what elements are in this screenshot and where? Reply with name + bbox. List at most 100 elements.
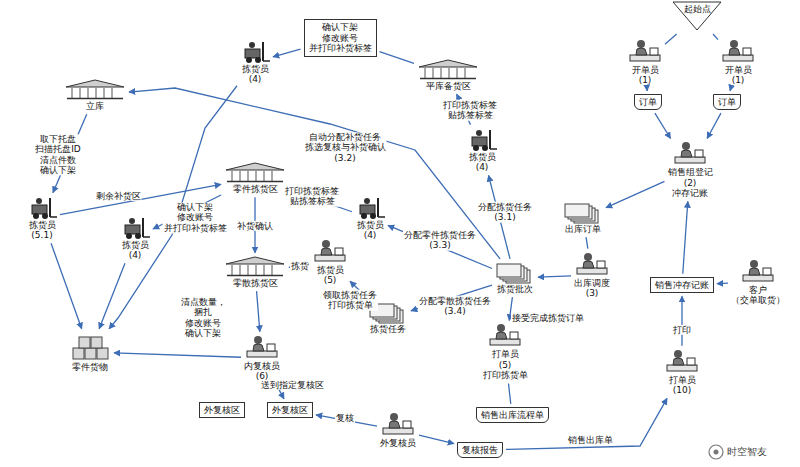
document-box: 复核报告 <box>457 442 503 458</box>
staff-icon-drawing <box>665 349 699 375</box>
flow-arrow <box>509 297 512 320</box>
warehouse-icon-drawing <box>417 59 479 81</box>
flow-arrow <box>153 195 221 229</box>
flow-arrow <box>350 281 368 299</box>
warehouse-icon: 立库 <box>64 79 126 111</box>
node-text: 销售组登记(2) <box>668 167 713 188</box>
staff-icon-drawing <box>313 239 347 265</box>
flow-arrow <box>289 265 310 268</box>
node-text: 出库订单 <box>565 224 601 234</box>
staff-icon-drawing <box>245 335 279 361</box>
warehouse-icon-drawing <box>224 162 286 184</box>
flow-arrow <box>411 285 492 311</box>
forklift-icon-drawing <box>467 128 497 152</box>
warehouse-icon: 平库备货区 <box>417 59 479 91</box>
flow-arrow <box>289 190 352 212</box>
flow-arrow <box>489 175 511 258</box>
edge-label: 清点数量，捆扎 修改账号 确认下架 <box>180 297 227 338</box>
edge-label: 取下托盘 扫描托盘ID 清点件数 确认下架 <box>34 134 82 175</box>
flow-arrow <box>257 291 260 331</box>
forklift-icon-drawing <box>355 196 385 220</box>
edge-label: 送到指定复核区 <box>260 380 325 390</box>
flow-arrow <box>665 34 677 44</box>
forklift-icon: 拣货员(4) <box>240 40 270 85</box>
document-stack-drawing <box>368 302 408 324</box>
document-stack: 出库订单 <box>563 202 603 234</box>
flow-arrow <box>713 34 718 40</box>
flow-arrow <box>109 86 237 329</box>
node-text: 外复核区 <box>272 405 308 415</box>
staff-icon-drawing <box>721 39 755 65</box>
node-text: 拣货员(5) <box>317 265 344 286</box>
node-text: 平库备货区 <box>426 81 471 91</box>
staff-icon: 开单员(1) <box>721 39 755 86</box>
flow-arrow <box>646 88 647 90</box>
staff-icon: 销售组登记(2)冲存记账 <box>668 141 713 198</box>
staff-icon-drawing <box>575 252 609 278</box>
document-stack-drawing <box>563 202 603 224</box>
flow-arrow <box>380 52 415 64</box>
staff-icon-drawing <box>673 141 707 167</box>
node-text: 拣货员(4) <box>122 240 149 261</box>
node-text: 零件货物 <box>72 362 108 372</box>
edge-label: 打印 <box>672 325 692 335</box>
forklift-icon-drawing <box>27 196 57 220</box>
flow-arrow <box>51 243 82 328</box>
staff-icon-drawing <box>381 412 415 438</box>
warehouse-icon-drawing <box>224 256 286 278</box>
node-text: 客户（交单取货） <box>731 285 785 306</box>
staff-icon-drawing <box>741 259 775 285</box>
forklift-icon: 拣货员(4) <box>467 128 497 173</box>
node-text: 外复核区 <box>204 405 240 415</box>
node-text: 拣货员(5.1) <box>29 220 56 241</box>
node-text: 拣货员(4) <box>242 64 269 85</box>
edge-label: 分配拣货任务(3.1) <box>477 202 533 223</box>
node-text: 拣货员(4) <box>469 152 496 173</box>
flow-arrow <box>538 276 571 277</box>
edge-label: 打印拣货标签 贴拣签标签 <box>442 100 498 121</box>
edge-label: 确认下架 修改账号 并打印补货标签 <box>163 202 228 233</box>
flow-arrow <box>717 283 728 285</box>
document-box: 销售出库流程单 <box>476 407 549 423</box>
text-box: 销售冲存记账 <box>650 277 714 293</box>
edge-label: 复核 <box>335 413 355 423</box>
flow-arrow <box>457 94 471 124</box>
staff-icon: 开单员(1) <box>628 39 662 86</box>
staff-icon: 打单员(5)打印拣货单 <box>483 323 528 380</box>
flow-arrow <box>316 415 377 426</box>
node-text: 拣货批次 <box>497 284 533 294</box>
node-text: 零件拣货区 <box>233 184 278 194</box>
flow-arrow <box>129 88 500 259</box>
text-box: 外复核区 <box>199 402 245 418</box>
node-text: 起始点 <box>684 1 711 14</box>
watermark-icon <box>709 445 723 459</box>
node-text: 冲存记账 <box>672 188 708 198</box>
document-stack: 拣货批次 <box>495 262 535 294</box>
flow-arrow <box>273 49 301 57</box>
node-text: 确认下架 修改账号 并打印补货标签 <box>309 22 372 53</box>
node-text: 订单 <box>639 97 657 107</box>
warehouse-icon: 零件拣货区 <box>224 162 286 194</box>
forklift-icon-drawing <box>120 216 150 240</box>
edge-label: 销售出库单 <box>567 435 614 445</box>
edge-label: 分配零散拣货任务(3.4) <box>418 296 492 317</box>
staff-icon: 内复核员(6) <box>244 335 280 382</box>
edge-label: 剩余补货区 <box>95 191 142 201</box>
node-text: 销售冲存记账 <box>655 280 709 290</box>
flow-arrow <box>681 296 682 345</box>
node-text: 立库 <box>86 101 104 111</box>
forklift-icon: 拣货员(4) <box>120 216 150 261</box>
node-text: 零散拣货区 <box>233 278 278 288</box>
edge-label: 接受完成拣货订单 <box>511 313 585 323</box>
node-text: 打单员(5) <box>492 349 519 370</box>
flow-arrow <box>707 113 721 138</box>
staff-icon: 出库调度(3) <box>574 252 610 299</box>
warehouse-icon-drawing <box>64 79 126 101</box>
flow-arrow <box>53 114 87 192</box>
connectors <box>51 34 731 449</box>
flow-arrow <box>419 435 454 444</box>
flow-arrow <box>683 202 688 274</box>
node-text: 出库调度(3) <box>574 278 610 299</box>
